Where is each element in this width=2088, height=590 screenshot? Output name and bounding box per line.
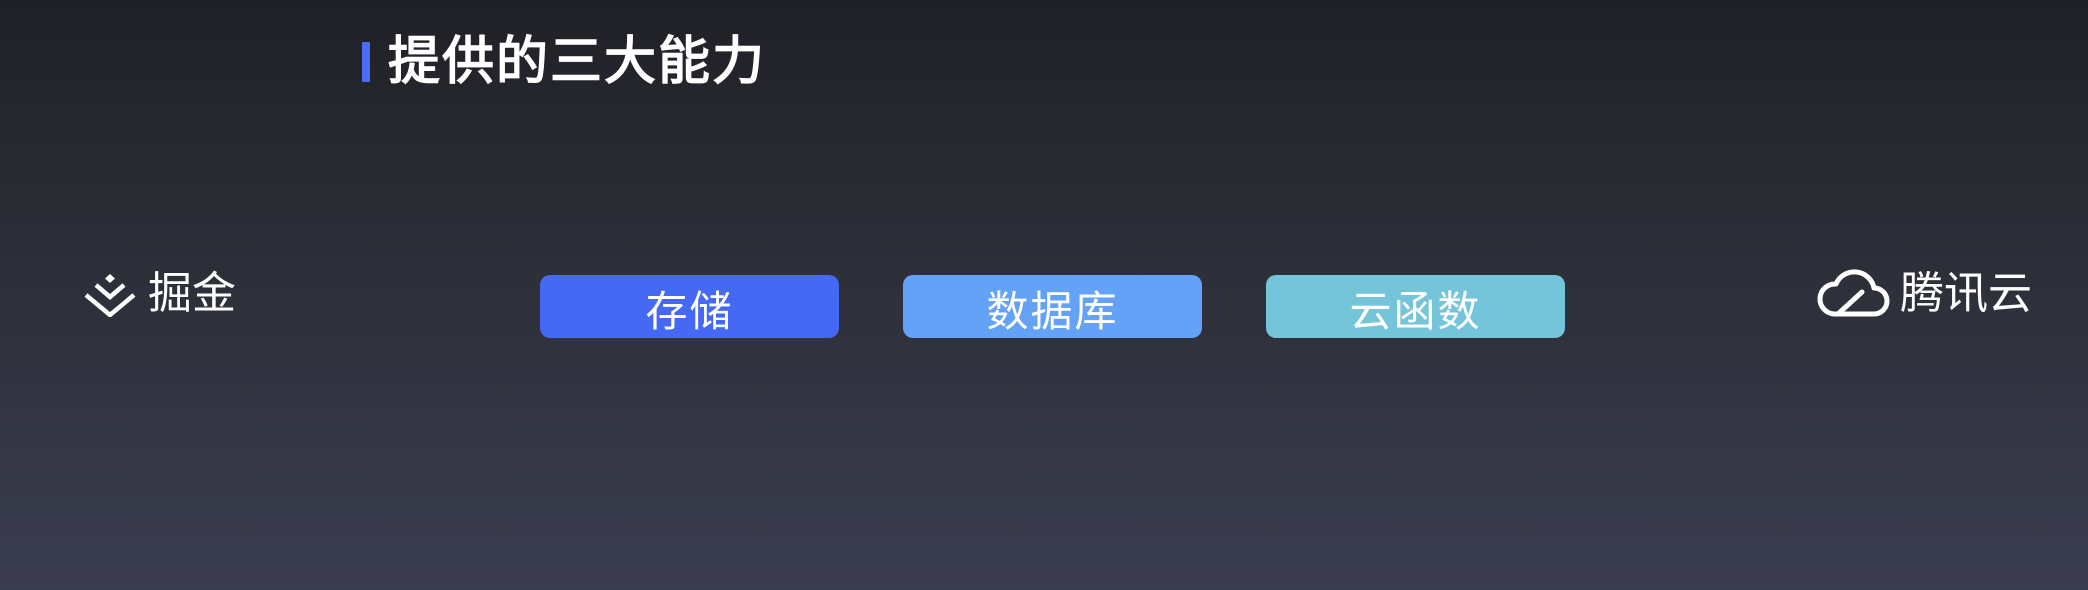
capabilities-row: 存储 数据库 云函数 <box>540 275 1565 338</box>
page-title: 提供的三大能力 <box>388 32 767 92</box>
tencent-cloud-brand-name: 腾讯云 <box>1900 268 2032 319</box>
juejin-brand: 掘金 <box>82 268 236 320</box>
cloud-logo-icon <box>1816 266 1892 322</box>
juejin-brand-name: 掘金 <box>148 268 236 319</box>
cloud-function-button[interactable]: 云函数 <box>1266 275 1565 338</box>
cloud-function-label: 云函数 <box>1349 287 1482 336</box>
database-button[interactable]: 数据库 <box>903 275 1202 338</box>
page-title-block: 提供的三大能力 <box>362 30 766 94</box>
juejin-logo-icon <box>82 271 138 317</box>
storage-label: 存储 <box>645 287 734 336</box>
tencent-cloud-brand: 腾讯云 <box>1816 266 2032 322</box>
storage-button[interactable]: 存储 <box>540 275 839 338</box>
database-label: 数据库 <box>986 287 1119 336</box>
title-accent-bar <box>362 42 370 82</box>
